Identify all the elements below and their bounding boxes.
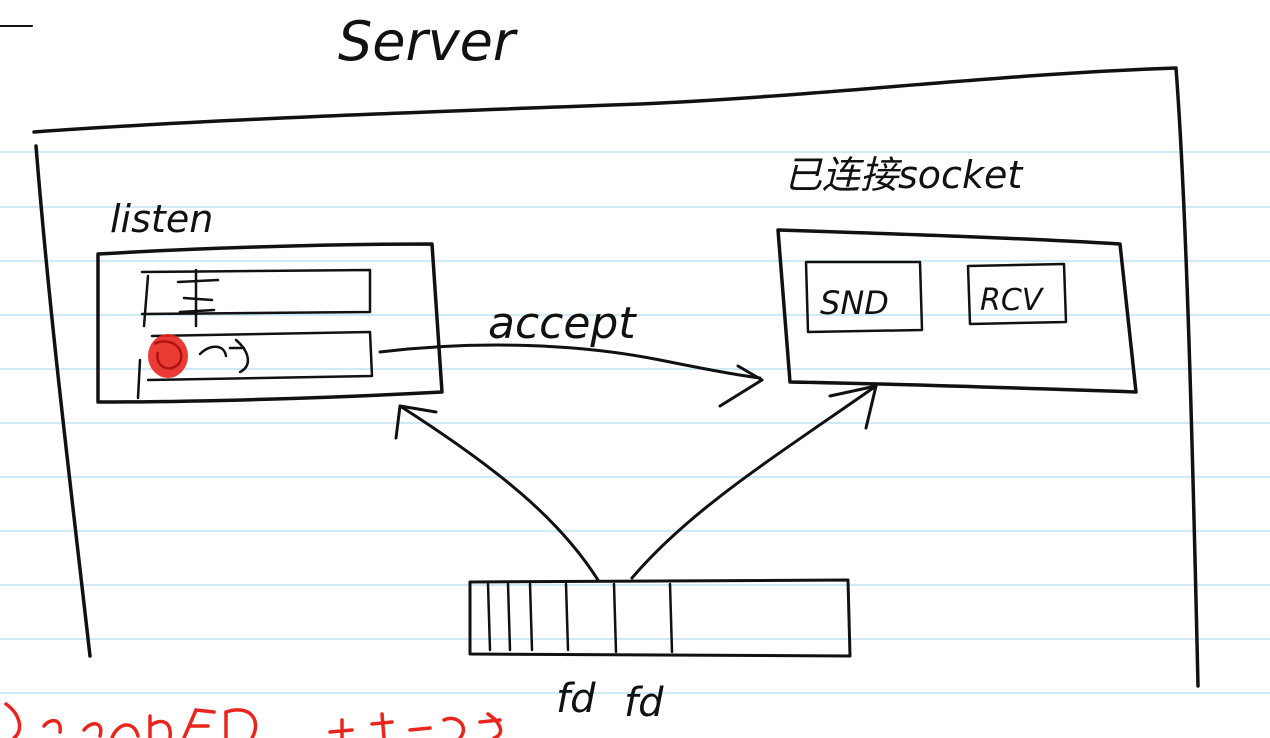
- snd-label: SND: [820, 284, 889, 322]
- server-label: Server: [338, 10, 518, 73]
- fd-array-dividers: [486, 582, 674, 654]
- slot-index-mark: [136, 358, 142, 400]
- slot-1-scribble: [176, 268, 220, 328]
- slot-2-scribble: [198, 338, 249, 374]
- fd-arrow-to-listen: [398, 404, 600, 582]
- red-highlight-mark-fill: [148, 334, 188, 378]
- ruled-lines: [0, 151, 1270, 694]
- fd-array-divider: [486, 582, 492, 652]
- fd-array-divider: [668, 582, 674, 654]
- fd-arrow-to-connected: [630, 384, 878, 580]
- slot-index-mark: [142, 274, 150, 328]
- listen-queue-slot-2: [146, 330, 374, 382]
- connected-socket-box: [776, 228, 1138, 394]
- fd-label-1: fd: [556, 676, 596, 722]
- connected-socket-label: 已连接socket: [784, 153, 1024, 197]
- fd-array-divider: [528, 582, 534, 652]
- fd-array-divider: [612, 582, 618, 654]
- fd-array-divider: [506, 582, 512, 652]
- fd-array-divider: [564, 582, 570, 652]
- fd-label-2: fd: [624, 680, 664, 726]
- fd-arrow-to-listen-head: [394, 404, 438, 440]
- snd-buffer-box: [804, 260, 924, 334]
- listen-box: [96, 242, 444, 404]
- accept-arrowhead: [718, 364, 764, 408]
- red-highlight-mark-scribble: [153, 340, 183, 370]
- accept-arrow: [378, 343, 762, 380]
- red-note-scribble: [4, 702, 503, 738]
- fd-arrow-to-connected-head: [828, 384, 878, 430]
- rcv-buffer-box: [966, 262, 1068, 326]
- fd-array: [468, 578, 852, 658]
- rcv-label: RCV: [980, 283, 1045, 318]
- server-box: [32, 66, 1200, 688]
- listen-queue-slot-1: [140, 268, 372, 316]
- accept-label: accept: [488, 298, 637, 349]
- listen-label: listen: [110, 197, 213, 241]
- red-highlight-mark: [148, 334, 188, 378]
